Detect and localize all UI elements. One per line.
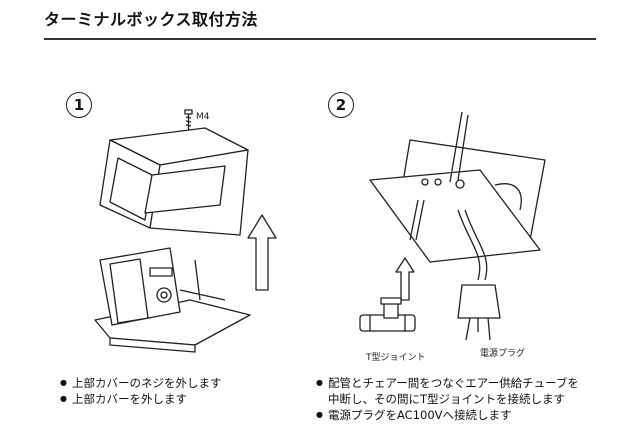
instruction-item: 上部カバーを外します <box>60 391 222 407</box>
air-tube-drawing <box>409 199 488 281</box>
arrow-up-icon <box>247 214 277 291</box>
power-plug-drawing <box>457 284 501 341</box>
step-2-number: 2 <box>328 92 354 118</box>
screw-label: M4 <box>196 112 210 122</box>
step-1-instructions: 上部カバーのネジを外します 上部カバーを外します <box>60 375 222 407</box>
m4-screw-icon <box>184 109 193 130</box>
step-2-instructions: 配管とチェアー間をつなぐエアー供給チューブを 中断し、その間にT型ジョイントを接… <box>316 375 579 423</box>
t-joint-drawing <box>359 297 416 332</box>
instruction-item: 電源プラグをAC100Vへ接続します <box>316 407 579 423</box>
step-1-number: 1 <box>66 92 92 118</box>
top-cover-drawing <box>99 127 249 236</box>
page-title: ターミナルボックス取付方法 <box>44 10 259 29</box>
terminal-box-base-drawing <box>94 247 251 353</box>
mount-plate-drawing <box>369 111 546 263</box>
title-divider <box>44 38 596 40</box>
arrow-up-icon-2 <box>395 257 415 301</box>
instruction-item: 配管とチェアー間をつなぐエアー供給チューブを 中断し、その間にT型ジョイントを接… <box>316 375 579 407</box>
power-plug-label: 電源プラグ <box>480 349 526 359</box>
instruction-item: 上部カバーのネジを外します <box>60 375 222 391</box>
t-joint-label: T型ジョイント <box>366 353 426 363</box>
